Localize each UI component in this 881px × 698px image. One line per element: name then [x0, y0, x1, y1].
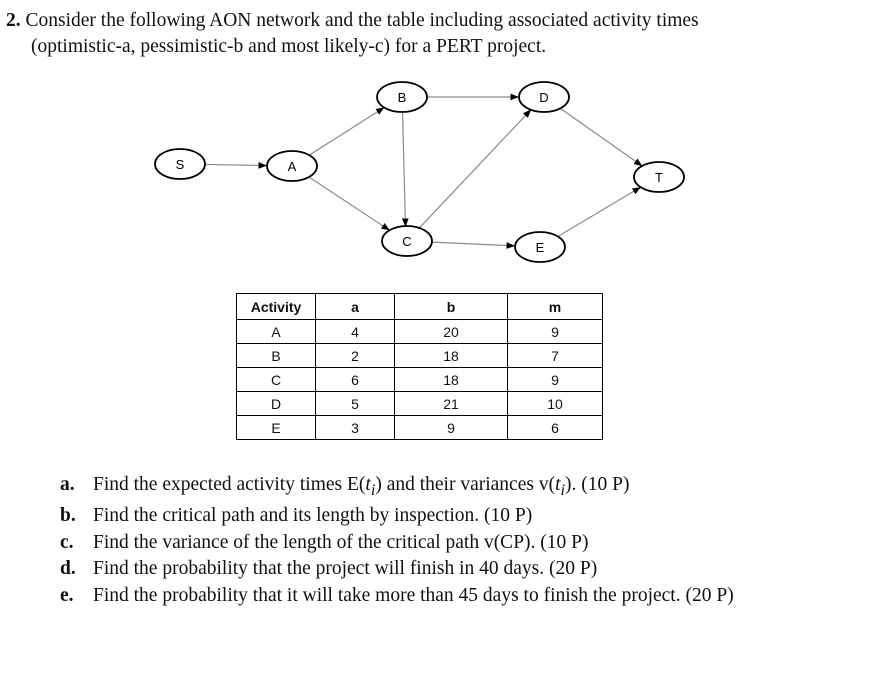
question-number: 2.	[6, 10, 21, 31]
cell-m: 9	[507, 367, 603, 392]
node-d: D	[518, 81, 570, 113]
node-label: A	[288, 159, 297, 174]
math-var: t	[555, 474, 561, 495]
aon-network-diagram: S A B C D E T	[154, 81, 685, 263]
part-a: a.Find the expected activity times E(ti)…	[60, 472, 734, 503]
cell-b: 18	[394, 367, 508, 392]
node-label: D	[539, 90, 548, 105]
question-line-1: Consider the following AON network and t…	[25, 10, 699, 31]
edge-c-d	[418, 109, 532, 229]
node-c: C	[381, 225, 433, 257]
node-circle	[518, 81, 570, 113]
node-label: B	[398, 90, 407, 105]
node-b: B	[376, 81, 428, 113]
node-e: E	[514, 231, 566, 263]
activity-times-table: Activity a b m A 4 20 9 B 2 18 7 C 6 18 …	[236, 293, 603, 440]
part-c: c. Find the variance of the length of the…	[60, 530, 734, 557]
cell-m: 6	[507, 415, 603, 440]
node-circle	[514, 231, 566, 263]
node-label: C	[402, 234, 411, 249]
part-text: ) and their variances v(	[375, 474, 556, 495]
part-text: Find the probability that it will take m…	[93, 584, 734, 606]
node-a: A	[266, 150, 318, 182]
edge-a-b	[308, 107, 385, 156]
node-label: S	[176, 157, 185, 172]
node-circle	[154, 148, 206, 180]
cell-a: 4	[315, 319, 395, 344]
math-subscript: i	[560, 480, 566, 499]
node-s: S	[154, 148, 206, 180]
node-circle	[633, 161, 685, 193]
node-circle	[381, 225, 433, 257]
cell-b: 21	[394, 391, 508, 416]
edge-c-e	[431, 241, 515, 249]
part-text: Find the variance of the length of the c…	[93, 531, 589, 553]
header-a: a	[315, 293, 395, 320]
node-label: E	[536, 240, 545, 255]
edge-e-t	[557, 186, 641, 238]
cell-activity: E	[236, 415, 316, 440]
cell-a: 2	[315, 343, 395, 368]
cell-a: 6	[315, 367, 395, 392]
table-row: B 2 18 7	[236, 343, 603, 368]
part-label: b.	[60, 505, 76, 527]
network-edges	[204, 93, 643, 249]
cell-m: 10	[507, 391, 603, 416]
cell-b: 9	[394, 415, 508, 440]
question-line-2: (optimistic-a, pessimistic-b and most li…	[31, 36, 547, 57]
cell-b: 18	[394, 343, 508, 368]
cell-activity: D	[236, 391, 316, 416]
header-b: b	[394, 293, 508, 320]
table-row: A 4 20 9	[236, 319, 603, 344]
math-var: t	[365, 474, 371, 495]
header-activity: Activity	[236, 293, 316, 320]
cell-a: 3	[315, 415, 395, 440]
part-label: c.	[60, 531, 74, 553]
question-text: 2. Consider the following AON network an…	[6, 8, 866, 60]
part-text: Find the expected activity times E(	[93, 474, 366, 495]
part-label: a.	[60, 474, 75, 495]
edge-s-a	[204, 162, 267, 169]
cell-activity: C	[236, 367, 316, 392]
part-b: b. Find the critical path and its length …	[60, 503, 734, 530]
table-header-row: Activity a b m	[236, 293, 603, 320]
table-row: E 3 9 6	[236, 415, 603, 440]
cell-activity: B	[236, 343, 316, 368]
node-label: T	[655, 170, 663, 185]
question-parts: a.Find the expected activity times E(ti)…	[60, 472, 734, 609]
table-row: D 5 21 10	[236, 391, 603, 416]
part-text: ). (10 P)	[565, 474, 630, 495]
cell-m: 7	[507, 343, 603, 368]
part-label: d.	[60, 558, 76, 580]
edge-a-c	[308, 176, 390, 231]
part-text: Find the probability that the project wi…	[93, 558, 598, 580]
node-circle	[266, 150, 318, 182]
node-circle	[376, 81, 428, 113]
node-t: T	[633, 161, 685, 193]
cell-b: 20	[394, 319, 508, 344]
header-m: m	[507, 293, 603, 320]
cell-a: 5	[315, 391, 395, 416]
part-e: e. Find the probability that it will take…	[60, 583, 734, 610]
part-text: Find the critical path and its length by…	[93, 505, 533, 527]
part-d: d. Find the probability that the project …	[60, 556, 734, 583]
part-label: e.	[60, 584, 74, 606]
table-row: C 6 18 9	[236, 367, 603, 392]
network-nodes: S A B C D E T	[154, 81, 685, 263]
math-subscript: i	[370, 480, 376, 499]
cell-activity: A	[236, 319, 316, 344]
edge-d-t	[559, 107, 643, 167]
cell-m: 9	[507, 319, 603, 344]
edge-b-c	[401, 111, 409, 227]
